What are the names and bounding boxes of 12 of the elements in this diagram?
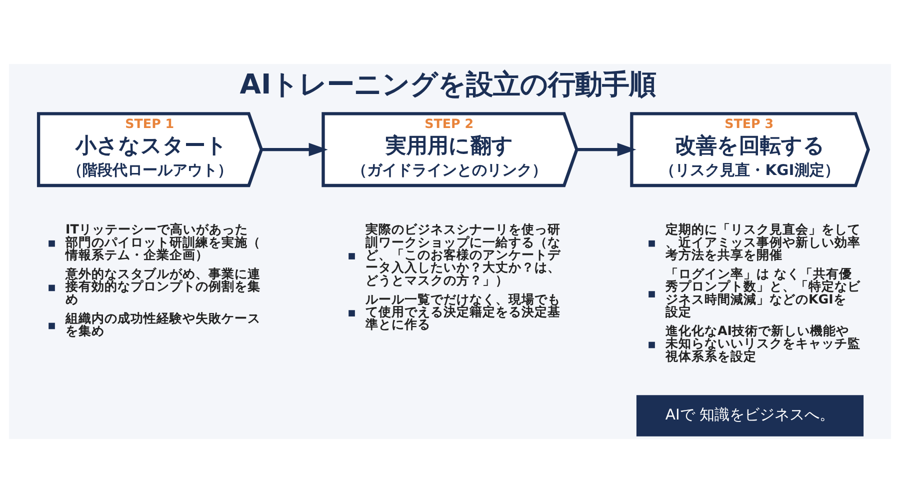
node-label: 実際のビジネスシナーリを使っ研訓ワークショップに一給する（など、「このお客様のアンケートデータ入入したいか？大丈か？は、どうとマスクの方？」）: [365, 221, 560, 287]
node-label: 進化化なAI技術で新しい機能や未知らないいリスクをキャッチ監視体系系を設定: [665, 322, 860, 363]
node-label: ルール一覧でだけなく、現場でもて使用でえる決定籍定をる決定基準とに作る: [365, 290, 560, 332]
node-label: 組織内の成功性経験や失敗ケースを集め: [65, 310, 260, 338]
diagram-title: AIトレーニングを設立の行動手順: [240, 68, 656, 100]
node-label: ITリッテーシーで高いがあった部門のパイロット研訓練を実施（情報系テム・企業企画）: [65, 221, 260, 262]
node-label: 「ログイン率」は なく「共有優秀プロンプト数」と、「特定なビジネス時間減減」などのKGIを設定: [665, 266, 860, 319]
node-label: 定期的に「リスク見直会」をして、近イアミッス事例や新しい効率考方法を共享を開催: [665, 221, 860, 262]
node-label: 意外的なスタブルがめ、事業に連接有効的なプロンプトの例割を集め: [65, 266, 260, 306]
arrow: [262, 142, 328, 156]
arrow: [576, 142, 636, 156]
label: AIで 知識をビジネスへ。: [665, 406, 835, 424]
